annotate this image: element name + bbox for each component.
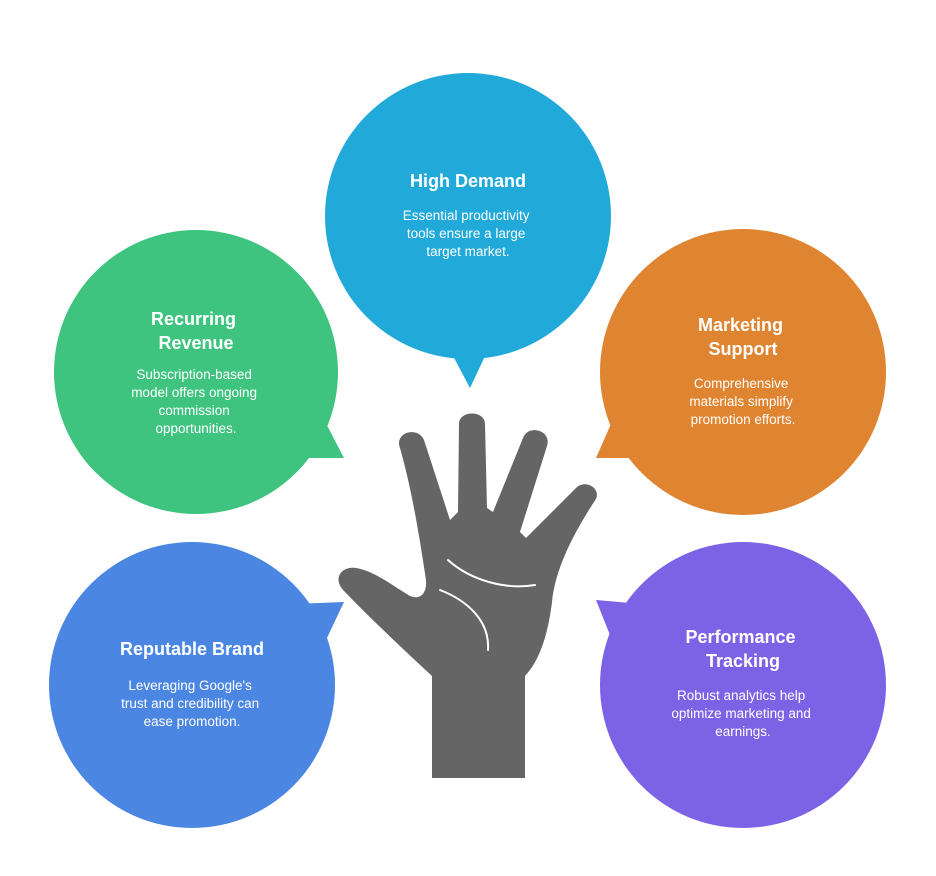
bubble-marketing-support-description: Comprehensive materials simplify promoti… bbox=[689, 376, 796, 427]
raised-hand-icon bbox=[338, 413, 597, 778]
bubble-high-demand-desc-line: target market. bbox=[426, 244, 509, 259]
bubble-reputable-brand-circle bbox=[49, 542, 335, 828]
bubble-performance-tracking-circle bbox=[600, 542, 886, 828]
bubble-recurring-revenue-desc-line: model offers ongoing bbox=[131, 385, 257, 400]
bubble-recurring-revenue-title-line: Revenue bbox=[158, 333, 233, 353]
bubble-performance-tracking-tail bbox=[596, 600, 642, 640]
bubble-performance-tracking-desc-line: optimize marketing and bbox=[671, 706, 811, 721]
bubble-recurring-revenue-description: Subscription-based model offers ongoing … bbox=[131, 367, 261, 436]
bubble-marketing-support-title-line: Marketing bbox=[698, 315, 783, 335]
bubble-high-demand-desc-line: Essential productivity bbox=[403, 208, 530, 223]
bubble-recurring-revenue-tail bbox=[296, 408, 344, 458]
bubble-performance-tracking: Performance Tracking Robust analytics he… bbox=[596, 542, 886, 828]
bubble-reputable-brand-description: Leveraging Google's trust and credibilit… bbox=[121, 678, 263, 729]
palm-line-upper bbox=[447, 559, 536, 588]
bubble-marketing-support-desc-line: Comprehensive bbox=[694, 376, 789, 391]
bubble-performance-tracking-title: Performance Tracking bbox=[685, 627, 800, 671]
bubble-marketing-support-circle bbox=[600, 229, 886, 515]
bubble-high-demand-desc-line: tools ensure a large bbox=[407, 226, 526, 241]
bubble-high-demand-circle bbox=[325, 73, 611, 359]
bubble-performance-tracking-desc-line: earnings. bbox=[715, 724, 771, 739]
bubble-marketing-support-tail bbox=[596, 408, 642, 458]
bubble-high-demand-title: High Demand bbox=[410, 171, 526, 191]
bubble-reputable-brand-title: Reputable Brand bbox=[120, 639, 264, 659]
bubble-reputable-brand-title-line: Reputable Brand bbox=[120, 639, 264, 659]
bubble-marketing-support-title: Marketing Support bbox=[698, 315, 788, 359]
bubble-high-demand-description: Essential productivity tools ensure a la… bbox=[403, 208, 534, 259]
bubble-recurring-revenue-title-line: Recurring bbox=[151, 309, 236, 329]
bubble-marketing-support-desc-line: materials simplify bbox=[689, 394, 793, 409]
bubble-reputable-brand-desc-line: ease promotion. bbox=[144, 714, 241, 729]
bubble-recurring-revenue-desc-line: commission bbox=[158, 403, 229, 418]
bubble-performance-tracking-description: Robust analytics help optimize marketing… bbox=[671, 688, 814, 739]
bubble-high-demand: High Demand Essential productivity tools… bbox=[325, 73, 611, 388]
palm-line-lower bbox=[439, 589, 490, 651]
bubble-marketing-support-desc-line: promotion efforts. bbox=[691, 412, 796, 427]
bubble-recurring-revenue-desc-line: Subscription-based bbox=[136, 367, 252, 382]
bubble-recurring-revenue-title: Recurring Revenue bbox=[151, 309, 241, 353]
bubble-performance-tracking-title-line: Tracking bbox=[706, 651, 780, 671]
bubble-recurring-revenue-desc-line: opportunities. bbox=[155, 421, 236, 436]
hand-shape bbox=[338, 413, 597, 778]
bubble-marketing-support: Marketing Support Comprehensive material… bbox=[596, 229, 886, 515]
bubble-marketing-support-title-line: Support bbox=[709, 339, 778, 359]
bubble-performance-tracking-title-line: Performance bbox=[685, 627, 795, 647]
bubble-recurring-revenue: Recurring Revenue Subscription-based mod… bbox=[54, 230, 344, 514]
bubble-high-demand-title-line: High Demand bbox=[410, 171, 526, 191]
bubble-reputable-brand: Reputable Brand Leveraging Google's trus… bbox=[49, 542, 344, 828]
bubble-reputable-brand-desc-line: trust and credibility can bbox=[121, 696, 259, 711]
bubble-reputable-brand-tail bbox=[294, 602, 344, 640]
bubble-recurring-revenue-circle bbox=[54, 230, 338, 514]
bubble-performance-tracking-desc-line: Robust analytics help bbox=[677, 688, 805, 703]
bubble-reputable-brand-desc-line: Leveraging Google's bbox=[128, 678, 252, 693]
bubble-high-demand-tail bbox=[452, 354, 486, 388]
